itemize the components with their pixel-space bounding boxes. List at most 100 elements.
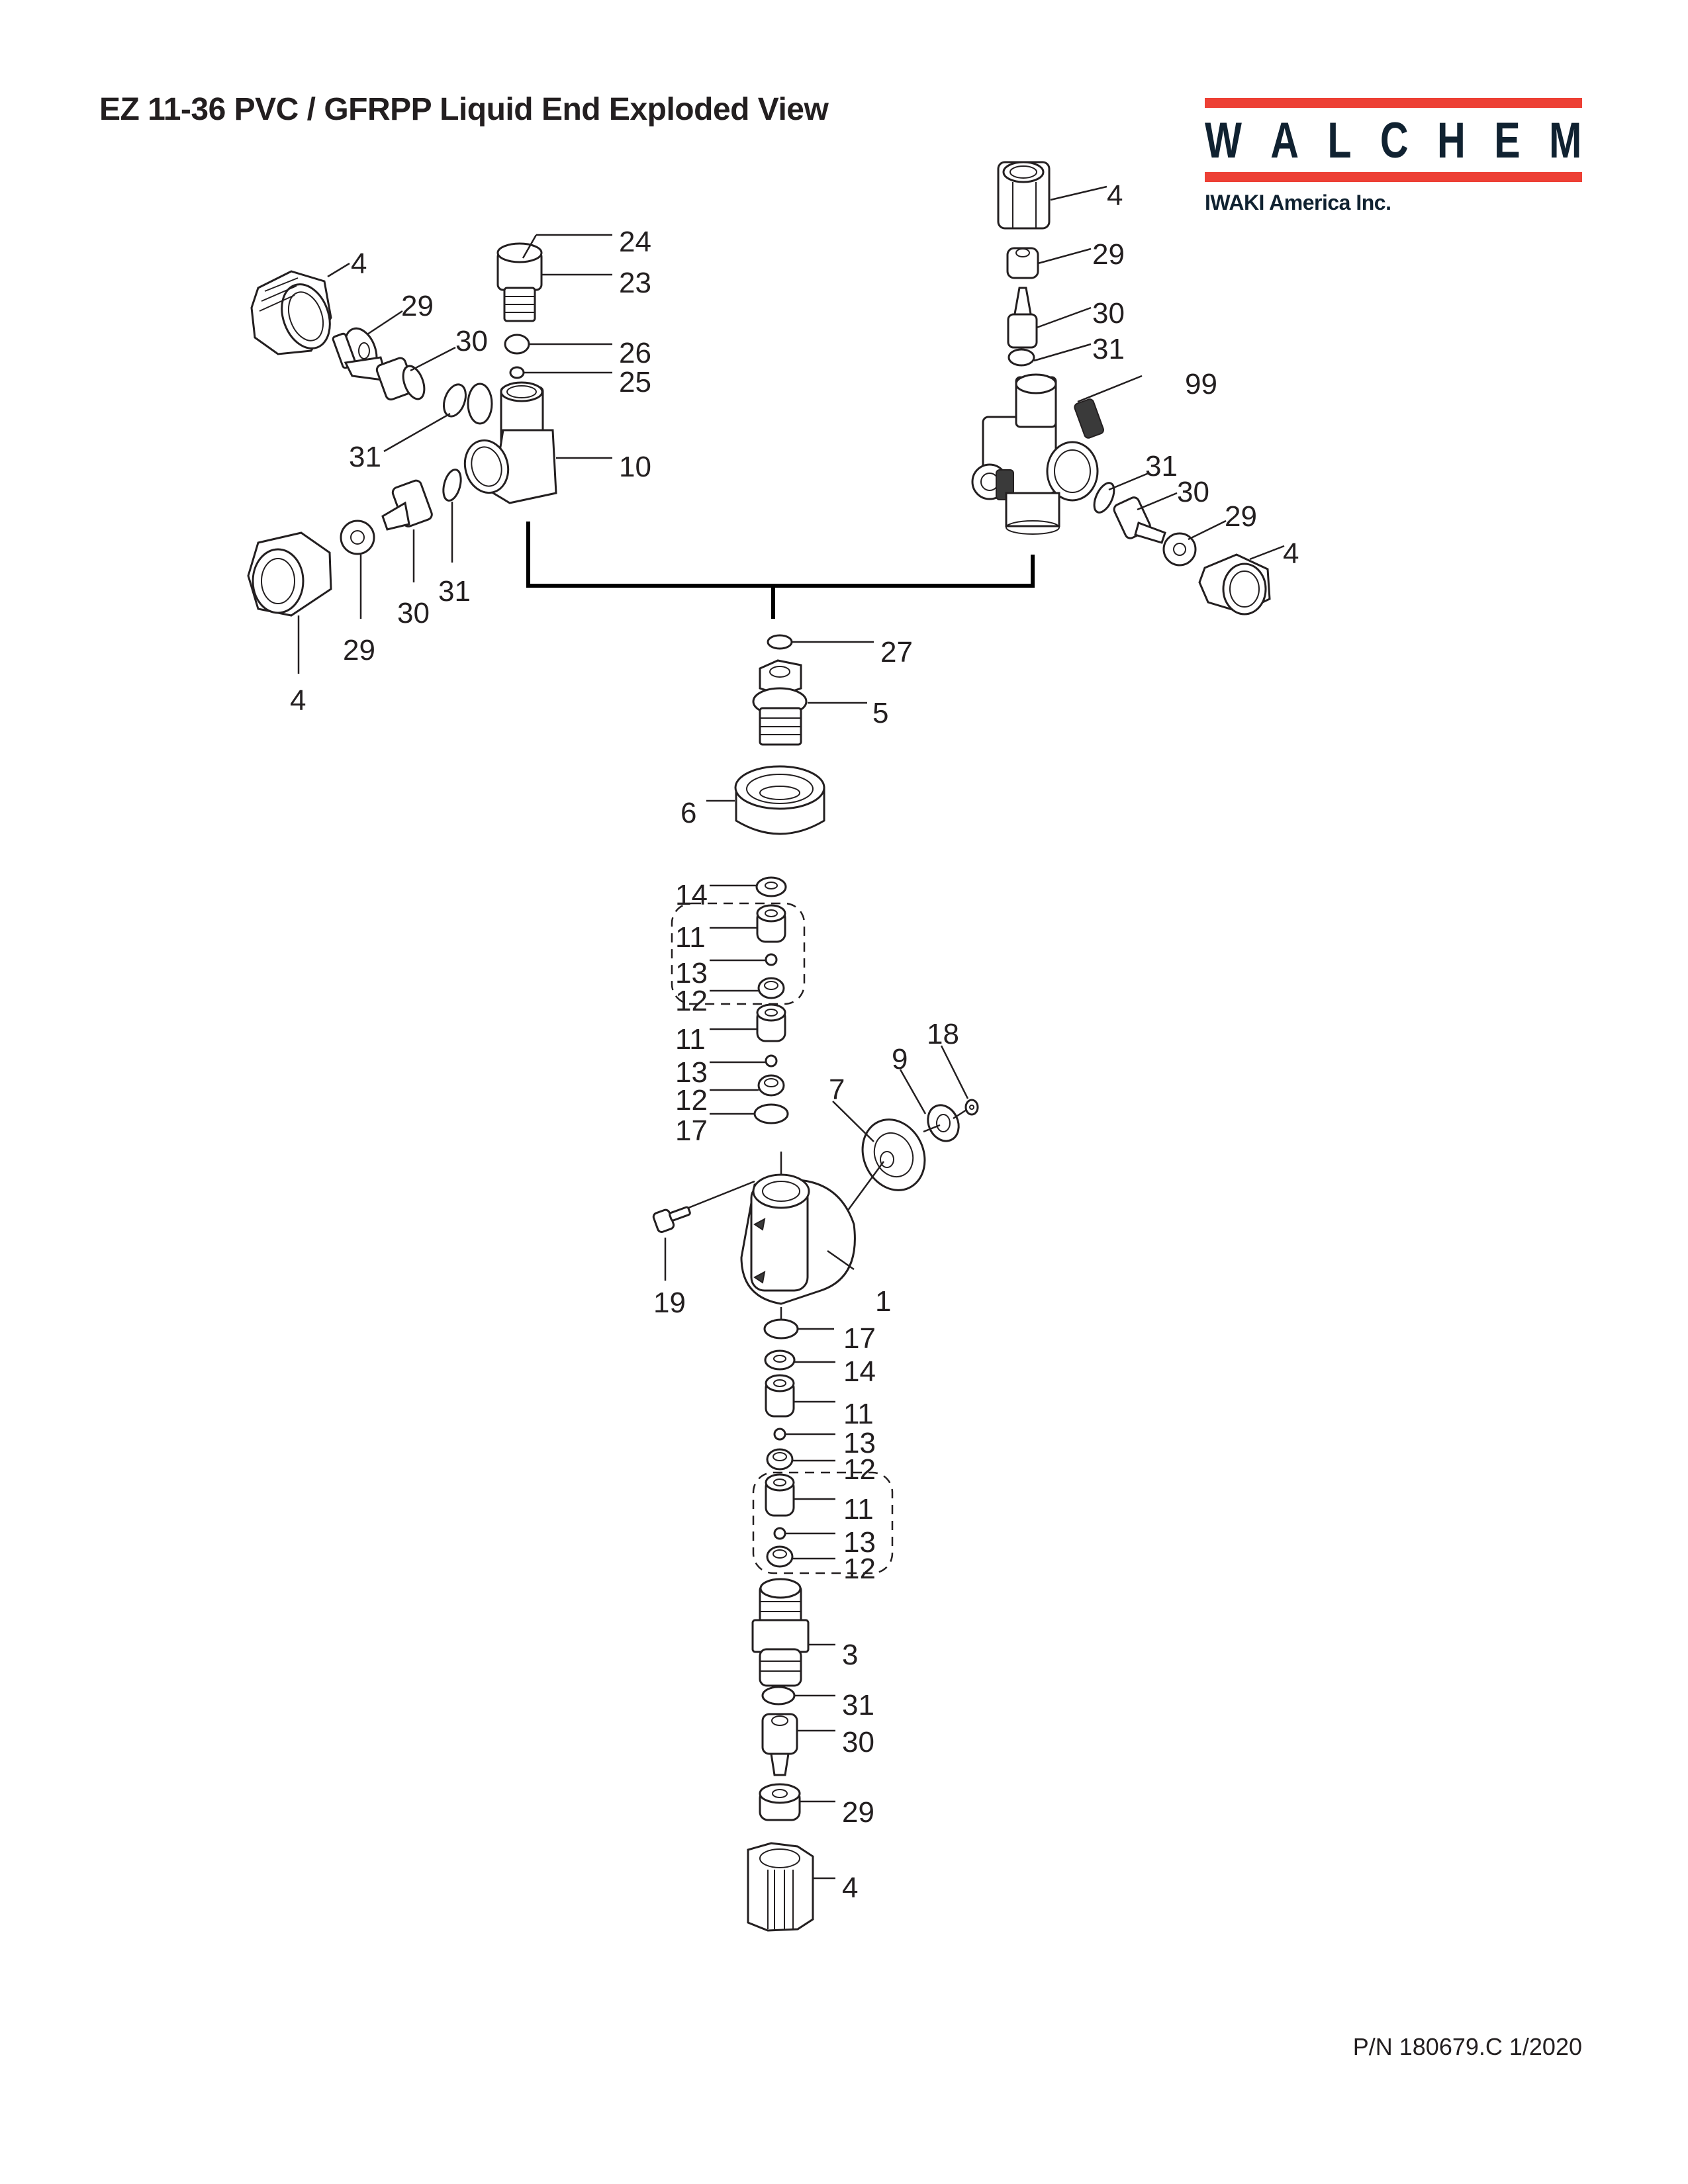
part-number: P/N 180679.C 1/2020 [1352,2033,1582,2060]
callout-label: 11 [843,1398,874,1430]
callout-label: 31 [1145,450,1178,482]
logo-letter: E [1494,112,1521,169]
part-12-valve-seat-icon [766,1448,794,1471]
logo-subtitle: IWAKI America Inc. [1205,191,1391,214]
callout-label: 25 [619,366,651,398]
callout-label: 30 [397,597,430,629]
part-3-fitting-icon [751,1578,810,1687]
part-9-protection-disc-icon [927,1104,960,1142]
callout-label: 13 [675,957,708,989]
part-31-oring-icon [761,1686,796,1706]
callout-labels: 4293031242326251030312944293031993130294… [290,179,1299,1904]
part-4-nut-icon [747,1842,814,1932]
callout-label: 27 [880,636,913,668]
callout-label: 12 [843,1553,876,1585]
part-13-ball-icon [765,1054,778,1068]
callout-label: 1 [875,1285,891,1318]
callout-label: 4 [351,248,367,280]
part-19-screw-icon [652,1180,755,1234]
part-31-oring-icon [443,383,467,418]
part-23-cap-icon [496,242,543,322]
callout-label: 31 [438,575,471,608]
logo-letter: H [1437,112,1466,169]
walchem-logo: W A L C H E M IWAKI America Inc. [1205,98,1582,230]
part-4-nut-icon [997,161,1051,230]
part-99-valve-icon [971,373,1104,535]
callout-label: 12 [675,985,708,1017]
option-bracket [526,522,1035,588]
callout-label: 29 [1225,500,1257,533]
callout-label: 26 [619,337,651,369]
callout-label: 4 [1283,537,1299,570]
part-12-valve-seat-icon [766,1545,794,1568]
callout-label: 9 [892,1043,908,1075]
logo-letter: A [1270,112,1299,169]
part-27-oring-icon [767,634,793,650]
part-29-ferrule-icon [759,1783,801,1821]
part-25-oring-icon [509,366,525,379]
logo-bar-top [1205,98,1582,108]
part-12-valve-seat-icon [757,1074,785,1097]
logo-letter: C [1380,112,1409,169]
part-12-valve-seat-icon [757,977,785,999]
part-30-connector-icon [761,1713,798,1776]
part-13-ball-icon [773,1527,786,1540]
part-14-washer-icon [764,1349,796,1371]
callout-label: 14 [675,879,708,911]
callout-label: 30 [1092,297,1125,330]
part-31-oring-icon [442,469,462,502]
callout-label: 5 [872,697,888,729]
upper-right-assembly [971,161,1271,615]
part-13-ball-icon [773,1428,786,1441]
part-1-pump-head-icon [740,1173,856,1305]
part-17-oring-icon [763,1318,799,1340]
callout-label: 3 [842,1639,858,1671]
callout-label: 13 [843,1427,876,1459]
part-7-diaphragm-icon [861,1118,926,1191]
leader-lines [297,185,1285,1880]
center-stack [652,634,979,1932]
callout-label: 29 [343,634,375,666]
part-13-ball-icon [765,953,778,966]
callout-label: 6 [680,797,696,829]
part-11-valve-guide-icon [765,1473,795,1517]
callout-label: 14 [843,1355,876,1388]
callout-label: 17 [843,1322,876,1355]
callout-label: 13 [675,1056,708,1089]
logo-letter: L [1327,112,1352,169]
part-10-manifold-icon [463,381,557,504]
callout-label: 13 [843,1526,876,1559]
callout-label: 24 [619,226,651,258]
part-4-nut-icon [247,531,332,617]
logo-wordmark: W A L C H E M [1205,112,1581,169]
part-30-connector-icon [344,356,426,401]
callout-label: 30 [455,325,488,357]
part-31-oring-icon [1008,348,1035,367]
callout-label: 29 [401,290,434,322]
callout-label: 7 [829,1073,845,1106]
part-18-seal-icon [964,1099,979,1116]
part-17-oring-icon [753,1103,789,1124]
part-26-oring-icon [504,334,530,355]
callout-label: 29 [842,1796,874,1829]
part-4-nut-icon [250,270,332,355]
part-29-ferrule-icon [1006,247,1039,279]
page-title: EZ 11-36 PVC / GFRPP Liquid End Exploded… [99,92,829,127]
valve-cartridge-group-upper [671,902,806,1005]
part-11-valve-guide-icon [756,904,786,943]
callout-label: 30 [842,1726,874,1758]
callout-label: 12 [675,1084,708,1116]
logo-letter: W [1205,112,1242,169]
part-30-connector-icon [1113,496,1166,544]
callout-label: 17 [675,1115,708,1147]
callout-label: 11 [843,1493,874,1525]
callout-label: 18 [927,1018,959,1050]
part-11-valve-guide-icon [765,1374,795,1418]
part-6-union-nut-icon [734,765,825,835]
callout-label: 4 [1107,179,1123,212]
callout-label: 99 [1185,368,1217,400]
callout-label: 31 [349,441,381,473]
callout-label: 30 [1177,476,1209,508]
callout-label: 10 [619,451,651,483]
